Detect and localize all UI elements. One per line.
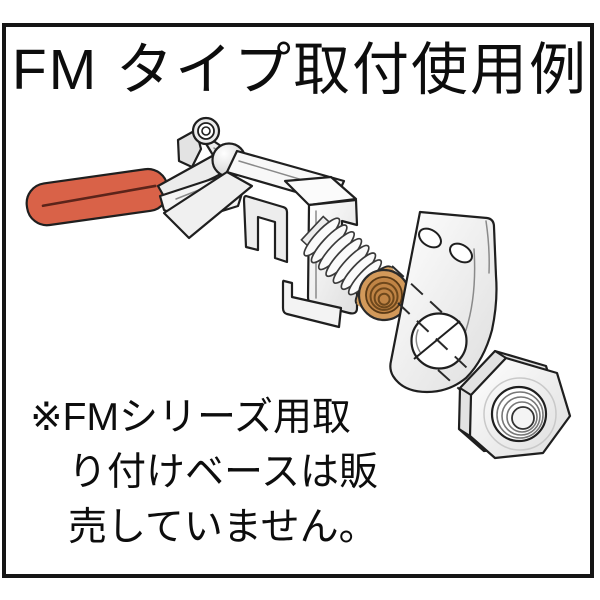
note-text: ※FMシリーズ用取 り付けベースは販 売していません。 bbox=[30, 390, 378, 555]
note-line-1: ※FMシリーズ用取 bbox=[30, 396, 352, 439]
u-channel-piece bbox=[242, 194, 289, 264]
mounting-bracket bbox=[389, 210, 498, 394]
page-title: FM タイプ取付使用例 bbox=[11, 38, 589, 102]
brass-bushing bbox=[354, 265, 411, 322]
note-line-2: り付けベースは販 bbox=[68, 451, 379, 494]
note-line-3: 売していません。 bbox=[68, 506, 378, 549]
threaded-spindle bbox=[300, 215, 411, 322]
clamp-handle bbox=[25, 167, 170, 227]
bracket-small-hole bbox=[449, 242, 473, 264]
hex-nut bbox=[457, 349, 572, 460]
bracket-small-hole bbox=[418, 227, 442, 249]
